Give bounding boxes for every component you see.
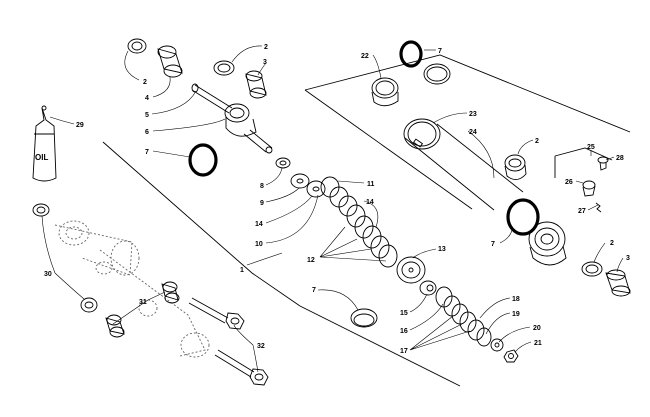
shaft-eye-6 — [224, 103, 273, 154]
valve-box-25 — [554, 147, 613, 178]
body-lower-eye — [528, 221, 567, 266]
callout-30: 30 — [44, 271, 52, 278]
bushing-2c — [504, 154, 527, 180]
callout-10: 10 — [255, 241, 263, 248]
callout-2: 2 — [143, 79, 147, 86]
lower-shim-stack-15-17 — [419, 280, 492, 347]
callout-11: 11 — [367, 181, 375, 188]
callout-7: 7 — [491, 241, 495, 248]
callout-7: 7 — [145, 149, 149, 156]
shim-10 — [306, 180, 326, 198]
callout-21: 21 — [534, 340, 542, 347]
callout-numbers: 2 3 2 4 5 6 7 8 9 14 10 11 14 12 13 1 7 … — [44, 44, 630, 355]
callout-2: 2 — [535, 138, 539, 145]
callout-32: 32 — [257, 343, 265, 350]
washer-8 — [275, 157, 291, 169]
callout-20: 20 — [533, 325, 541, 332]
callout-28: 28 — [616, 155, 624, 162]
bushing-31b — [105, 314, 125, 338]
seal-head-22 — [371, 77, 399, 107]
spacer-30a — [32, 203, 50, 217]
top-sleeve-4 — [157, 45, 183, 78]
damper-shaft-5 — [191, 83, 233, 114]
shim-stack-11 — [320, 176, 398, 268]
callout-2: 2 — [610, 240, 614, 247]
callout-26: 26 — [565, 179, 573, 186]
reservoir-body-23 — [403, 118, 524, 211]
oil-bottle-label: OIL — [35, 153, 48, 162]
callout-27: 27 — [578, 208, 586, 215]
callout-9: 9 — [260, 200, 264, 207]
washer-20 — [490, 338, 504, 352]
callout-12: 12 — [307, 257, 315, 264]
bolt-32a — [188, 297, 245, 330]
callout-18: 18 — [512, 296, 520, 303]
callout-31: 31 — [139, 299, 147, 306]
callout-14: 14 — [255, 221, 263, 228]
callout-2: 2 — [264, 44, 268, 51]
callout-4: 4 — [145, 95, 149, 102]
oil-bottle-29 — [32, 105, 57, 182]
assembly-boundary-left — [102, 141, 461, 387]
callout-17: 17 — [400, 348, 408, 355]
callout-5: 5 — [145, 112, 149, 119]
callout-16: 16 — [400, 328, 408, 335]
callout-3: 3 — [626, 255, 630, 262]
callout-29: 29 — [76, 122, 84, 129]
spacer-30b — [80, 297, 98, 313]
leader-lines — [41, 45, 624, 373]
bolt-32b — [214, 349, 269, 386]
callout-8: 8 — [260, 183, 264, 190]
callout-13: 13 — [438, 246, 446, 253]
bushing-31a — [161, 281, 180, 304]
callout-6: 6 — [145, 129, 149, 136]
nut-21 — [503, 349, 519, 363]
callout-14: 14 — [366, 199, 374, 206]
callout-22: 22 — [361, 53, 369, 60]
o-ring-7b — [350, 308, 378, 328]
callout-7: 7 — [312, 287, 316, 294]
callout-7: 7 — [438, 48, 442, 55]
callout-15: 15 — [400, 310, 408, 317]
o-ring-7d — [506, 198, 540, 236]
installed-shock-ghost — [54, 220, 210, 358]
sleeve-3b — [605, 269, 631, 297]
assembly-boundary-right — [304, 54, 631, 210]
valve-core-26 — [582, 180, 596, 197]
piston-13 — [396, 256, 426, 284]
top-bushing-2b — [213, 60, 235, 76]
callout-25: 25 — [587, 144, 595, 151]
valve-cap-28 — [597, 156, 609, 171]
callout-1: 1 — [240, 267, 244, 274]
top-sleeve-3 — [245, 70, 267, 99]
top-bushing-2 — [127, 38, 147, 54]
o-ring-7a — [188, 143, 218, 177]
valve-spring-27 — [595, 202, 602, 213]
callout-3: 3 — [263, 59, 267, 66]
bushing-2d — [581, 261, 603, 277]
o-ring-7c — [399, 40, 423, 68]
callout-24: 24 — [469, 129, 477, 136]
callout-23: 23 — [469, 111, 477, 118]
o-ring-ring-7c-piece — [423, 63, 451, 85]
callout-19: 19 — [512, 311, 520, 318]
shim-9 — [290, 173, 310, 189]
